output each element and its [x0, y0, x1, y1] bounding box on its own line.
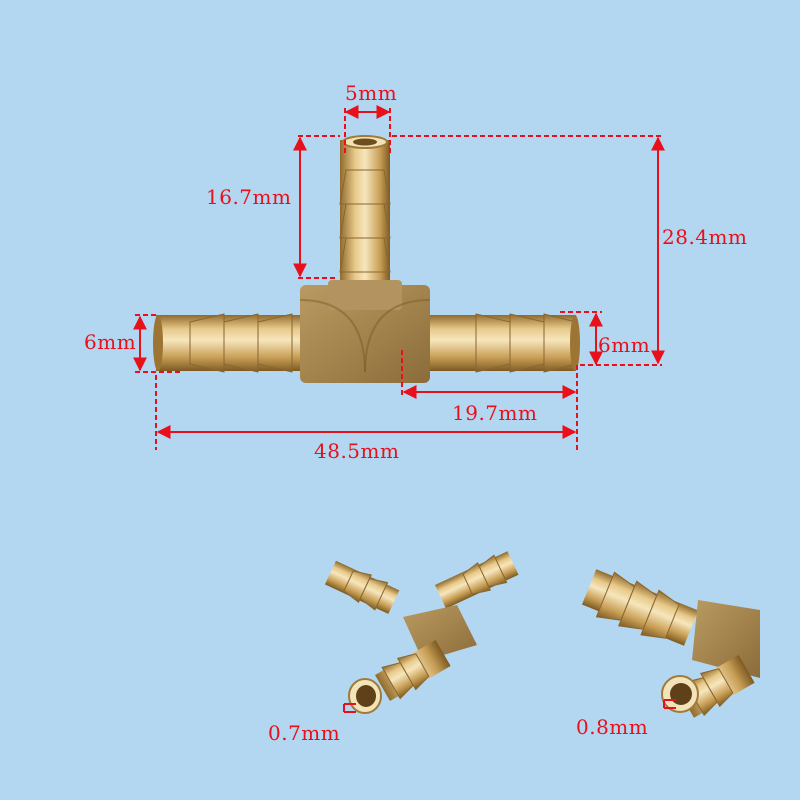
dimension-lines [133, 105, 665, 450]
dim-left-diameter: 6mm [84, 330, 137, 354]
tee-fitting-main [153, 135, 580, 383]
left-barb [153, 313, 306, 373]
dim-branch-length: 16.7mm [206, 185, 292, 209]
right-barb [420, 313, 580, 373]
tee-fitting-detail-b [582, 569, 760, 718]
dim-top-width: 5mm [345, 81, 398, 105]
dim-right-diameter: 6mm [598, 333, 651, 357]
wall-thickness-a: 0.7mm [268, 721, 341, 745]
dim-total-height: 28.4mm [662, 225, 748, 249]
dim-half-length: 19.7mm [452, 401, 538, 425]
tee-fitting-detail-a [324, 551, 519, 714]
dim-total-length: 48.5mm [314, 439, 400, 463]
wall-thickness-b: 0.8mm [576, 715, 649, 739]
top-barb [339, 135, 391, 310]
tee-body [299, 280, 431, 383]
